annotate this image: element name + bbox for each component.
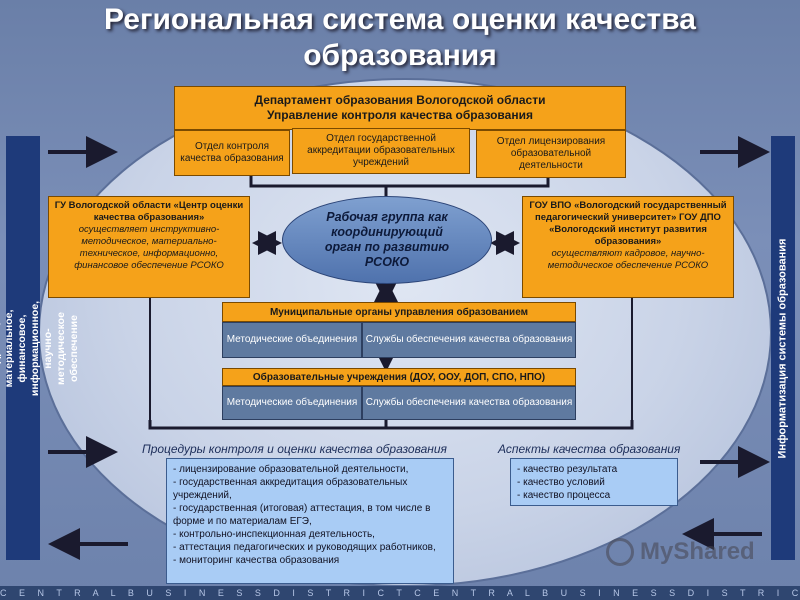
department-line-1: Департамент образования Вологодской обла… — [254, 93, 546, 107]
department-box: Департамент образования Вологодской обла… — [174, 86, 626, 130]
procedure-item: - государственная аккредитация образоват… — [173, 477, 408, 501]
left-org-box: ГУ Вологодской области «Центр оценки кач… — [48, 196, 250, 298]
footer-strip: C E N T R A L B U S I N E S S D I S T R … — [0, 586, 800, 600]
department-line-2: Управление контроля качества образования — [267, 108, 533, 122]
slide-title: Региональная система оценки качества обр… — [20, 2, 780, 74]
procedure-item: - лицензирование образовательной деятель… — [173, 464, 409, 475]
dept-section-control: Отдел контроля качества образования — [174, 130, 290, 176]
watermark-text: MyShared — [640, 538, 755, 565]
aspect-item: - качество процесса — [517, 490, 611, 501]
aspects-list: - качество результата - качество условий -… — [510, 458, 678, 506]
watermark: MyShared — [606, 538, 755, 566]
aspect-item: - качество условий — [517, 477, 605, 488]
dept-section-accreditation: Отдел государственной аккредитации образ… — [292, 128, 470, 174]
dept-section-licensing: Отдел лицензирования образовательной дея… — [476, 130, 626, 178]
aspects-heading: Аспекты качества образования — [498, 442, 681, 456]
municipal-header: Муниципальные органы управления образова… — [222, 302, 576, 322]
bottom-bracket — [148, 420, 634, 430]
left-org-name: ГУ Вологодской области «Центр оценки кач… — [54, 200, 244, 223]
institutions-header: Образовательные учреждения (ДОУ, ООУ, ДО… — [222, 368, 576, 386]
procedure-item: - аттестация педагогических и руководящи… — [173, 542, 436, 553]
municipal-quality-services: Службы обеспечения качества образования — [362, 322, 576, 358]
left-sidebar: Нормативно-правовое, кадровое, материаль… — [0, 136, 81, 560]
working-group-node: Рабочая группа как координирующий орган … — [282, 196, 492, 284]
footer-text: C E N T R A L B U S I N E S S D I S T R … — [0, 588, 800, 598]
title-line-2: образования — [303, 39, 497, 72]
left-org-description: осуществляет инструктивно-методическое, … — [74, 224, 224, 271]
institutions-methodical: Методические объединения — [222, 386, 362, 420]
procedures-heading: Процедуры контроля и оценки качества обр… — [142, 442, 447, 456]
procedures-list: - лицензирование образовательной деятель… — [166, 458, 454, 584]
procedure-item: - контрольно-инспекционная деятельность, — [173, 529, 375, 540]
right-org-box: ГОУ ВПО «Вологодский государственный пед… — [522, 196, 734, 298]
procedure-item: - мониторинг качества образования — [173, 555, 340, 566]
right-sidebar: Информатизация системы образования — [771, 136, 795, 560]
working-group-text: Рабочая группа как координирующий орган … — [324, 210, 450, 269]
right-org-name: ГОУ ВПО «Вологодский государственный пед… — [529, 200, 727, 247]
watermark-logo-icon — [606, 538, 634, 566]
dept-bracket — [249, 176, 550, 188]
institutions-quality-services: Службы обеспечения качества образования — [362, 386, 576, 420]
municipal-methodical: Методические объединения — [222, 322, 362, 358]
right-org-description: осуществляют кадровое, научно-методическ… — [547, 248, 709, 271]
procedure-item: - государственная (итоговая) аттестация,… — [173, 503, 431, 527]
aspect-item: - качество результата — [517, 464, 618, 475]
title-line-1: Региональная система оценки качества — [104, 3, 696, 36]
